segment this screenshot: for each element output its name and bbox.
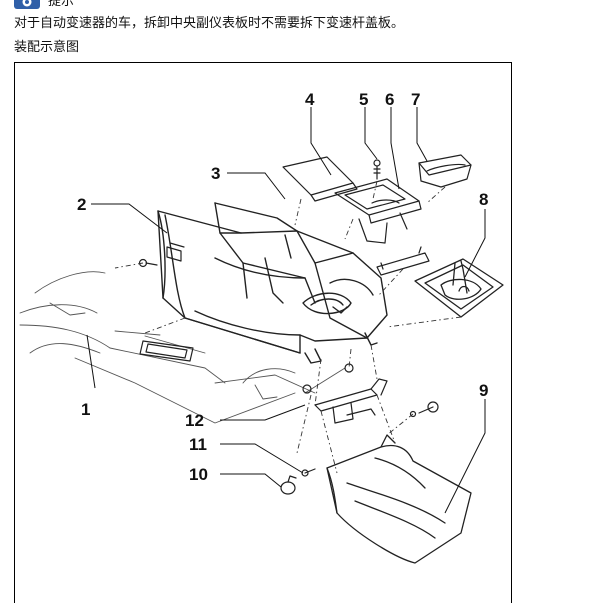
callout-6: 6 bbox=[385, 90, 394, 109]
screw-11 bbox=[301, 468, 316, 477]
note-header: 提示 bbox=[14, 0, 74, 10]
center-console bbox=[157, 202, 388, 364]
callout-12: 12 bbox=[185, 411, 204, 430]
floor-tray bbox=[139, 340, 194, 362]
tray-insert bbox=[334, 178, 422, 244]
callout-1: 1 bbox=[81, 400, 90, 419]
trim-lid bbox=[282, 156, 358, 202]
note-title: 提示 bbox=[48, 0, 75, 9]
callout-3: 3 bbox=[211, 164, 220, 183]
storage-cup bbox=[418, 154, 472, 188]
note-text: 对于自动变速器的车，拆卸中央副仪表板时不需要拆下变速杆盖板。 bbox=[14, 16, 405, 31]
assembly-diagram-frame: 1 2 3 4 5 6 7 8 9 12 11 10 bbox=[14, 62, 512, 603]
console-emblem bbox=[166, 242, 185, 262]
info-icon bbox=[14, 0, 40, 9]
callout-4: 4 bbox=[305, 90, 315, 109]
mounting-strip bbox=[376, 246, 430, 276]
callout-8: 8 bbox=[479, 190, 488, 209]
screw-5 bbox=[373, 159, 381, 180]
gear-boot-frame bbox=[414, 258, 504, 318]
callout-11: 11 bbox=[189, 435, 207, 454]
callout-9: 9 bbox=[479, 381, 488, 400]
assembly-diagram: 1 2 3 4 5 6 7 8 9 12 11 10 bbox=[19, 90, 504, 564]
side-trim-panel bbox=[326, 434, 472, 564]
callout-5: 5 bbox=[359, 90, 368, 109]
figure-caption: 装配示意图 bbox=[14, 40, 80, 55]
clip-10 bbox=[280, 475, 297, 495]
screws-9 bbox=[409, 401, 439, 418]
callout-10: 10 bbox=[189, 465, 208, 484]
console-bracket bbox=[302, 363, 388, 424]
screw-2 bbox=[138, 258, 158, 268]
callout-2: 2 bbox=[77, 195, 86, 214]
vehicle-floor-outline bbox=[19, 271, 346, 424]
callout-7: 7 bbox=[411, 90, 420, 109]
